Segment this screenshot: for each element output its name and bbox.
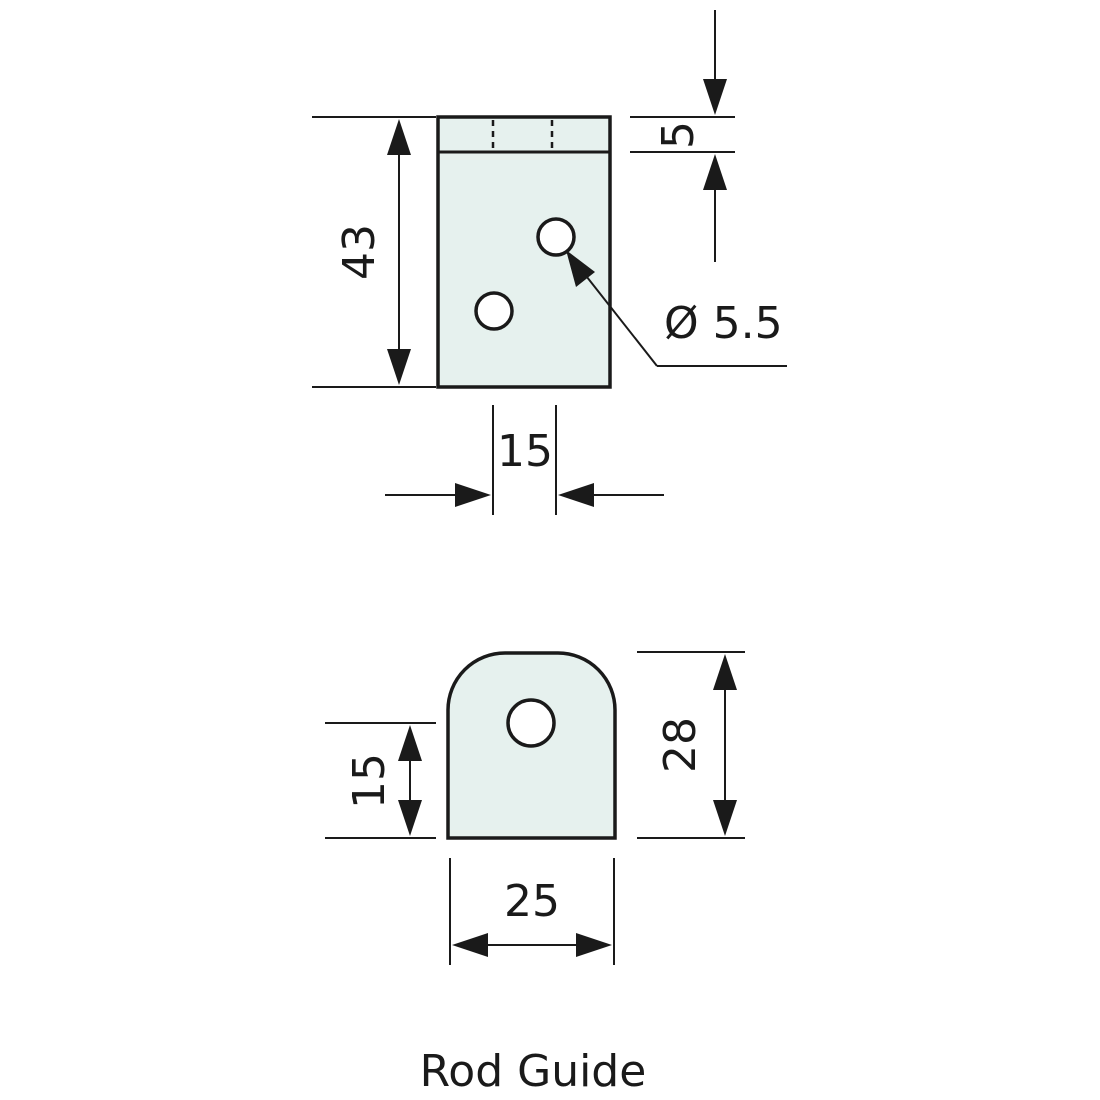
hole-height-arrow-down — [398, 800, 422, 836]
side-width-label: 25 — [504, 876, 560, 927]
front-height-label: 43 — [334, 224, 385, 280]
side-height-label: 28 — [655, 717, 706, 773]
slot-arrow-up — [703, 154, 727, 190]
hole-diameter-label: Ø 5.5 — [664, 298, 783, 349]
drawing-title: Rod Guide — [420, 1046, 647, 1097]
side-view: 15 28 25 — [325, 651, 745, 965]
slot-depth-label: 5 — [653, 121, 704, 149]
width-arrow-right — [576, 933, 612, 957]
front-hole-upper — [536, 217, 576, 257]
slot-arrow-down — [703, 79, 727, 115]
front-view-body — [436, 115, 612, 389]
slot-width-arrow-left — [558, 483, 594, 507]
side-hole — [506, 698, 556, 748]
width-arrow-left — [452, 933, 488, 957]
diameter-leader-arrow — [566, 250, 595, 287]
hole-height-arrow-up — [398, 725, 422, 761]
height-arrow-up — [387, 119, 411, 155]
front-hole-lower — [474, 291, 514, 331]
slot-width-label: 15 — [497, 426, 553, 477]
slot-width-arrow-right — [455, 483, 491, 507]
side-height-arrow-up — [713, 654, 737, 690]
front-view: 43 5 Ø 5.5 15 — [312, 10, 787, 515]
side-height-arrow-down — [713, 800, 737, 836]
height-arrow-down — [387, 349, 411, 385]
hole-height-label: 15 — [344, 753, 395, 809]
